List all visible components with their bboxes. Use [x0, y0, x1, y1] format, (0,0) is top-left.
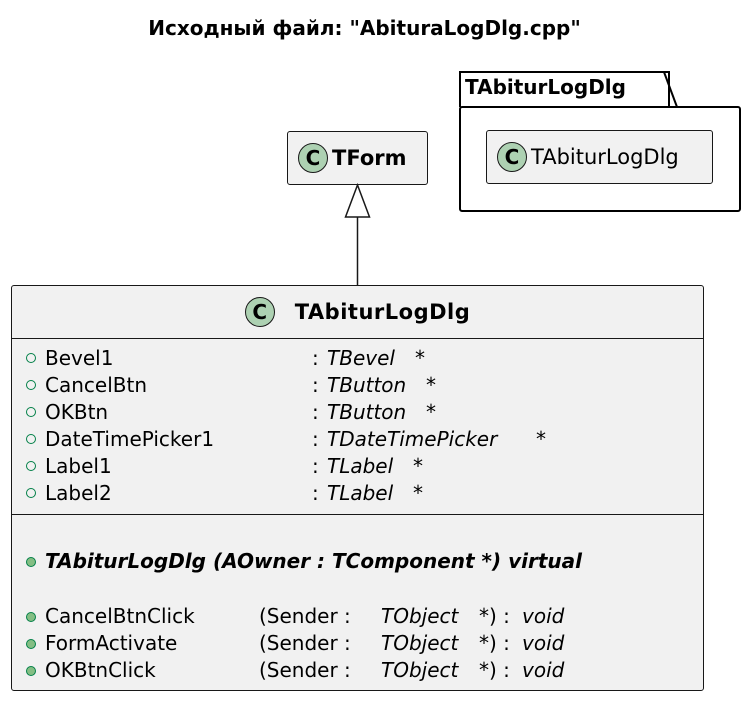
field-name: Label1 — [45, 454, 112, 478]
field-type: TDateTimePicker — [327, 427, 498, 451]
field-pointer: * — [426, 400, 436, 424]
method-return-type: void — [522, 604, 565, 628]
field-name: OKBtn — [45, 400, 109, 424]
field-name: DateTimePicker1 — [45, 427, 215, 451]
main-class-header: C TAbiturLogDlg — [12, 286, 703, 338]
field-separator: : — [312, 373, 319, 397]
header-divider — [12, 338, 703, 339]
method-row: OKBtnClick (Sender : TObject *) : void — [12, 657, 703, 684]
field-separator: : — [312, 454, 319, 478]
package-class-name: TAbiturLogDlg — [531, 145, 679, 169]
method-row: CancelBtnClick (Sender : TObject *) : vo… — [12, 603, 703, 630]
field-pointer: * — [426, 373, 436, 397]
field-name: Label2 — [45, 481, 112, 505]
field-row: Bevel1 : TBevel * — [12, 345, 703, 372]
field-row: Label2 : TLabel * — [12, 480, 703, 507]
field-row: Label1 : TLabel * — [12, 453, 703, 480]
method-return-type: void — [522, 658, 565, 682]
field-row: OKBtn : TButton * — [12, 399, 703, 426]
package-name: TAbiturLogDlg — [465, 75, 626, 99]
method-row: FormActivate (Sender : TObject *) : void — [12, 630, 703, 657]
method-params-prefix: (Sender : — [259, 658, 351, 682]
main-class-name: TAbiturLogDlg — [294, 300, 471, 324]
constructor-row: TAbiturLogDlg (AOwner : TComponent *) vi… — [12, 548, 703, 575]
field-separator: : — [312, 481, 319, 505]
public-method-marker-icon — [26, 639, 36, 649]
field-row: DateTimePicker1 : TDateTimePicker * — [12, 426, 703, 453]
method-param-type: TObject — [381, 658, 459, 682]
method-params-prefix: (Sender : — [259, 631, 351, 655]
package-tab-corner — [663, 71, 678, 108]
method-param-type: TObject — [381, 604, 459, 628]
field-pointer: * — [413, 481, 423, 505]
public-method-marker-icon — [26, 557, 36, 567]
field-row: CancelBtn : TButton * — [12, 372, 703, 399]
constructor-signature: TAbiturLogDlg (AOwner : TComponent *) vi… — [45, 549, 583, 573]
main-class-box[interactable]: C TAbiturLogDlg Bevel1 : TBevel * Cancel… — [11, 285, 704, 691]
field-name: CancelBtn — [45, 373, 147, 397]
field-separator: : — [312, 400, 319, 424]
public-field-marker-icon — [26, 407, 36, 417]
public-field-marker-icon — [26, 461, 36, 471]
field-pointer: * — [536, 427, 546, 451]
field-type: TButton — [327, 373, 407, 397]
field-pointer: * — [415, 346, 425, 370]
class-badge-icon: C — [298, 143, 328, 173]
field-type: TLabel — [327, 454, 394, 478]
method-params-suffix: *) : — [479, 631, 510, 655]
inheritance-arrowhead — [344, 182, 371, 218]
class-badge-icon: C — [244, 297, 275, 327]
parent-class-name: TForm — [332, 146, 407, 170]
method-name: FormActivate — [45, 631, 178, 655]
field-separator: : — [312, 427, 319, 451]
method-param-type: TObject — [381, 631, 459, 655]
method-name: CancelBtnClick — [45, 604, 195, 628]
public-field-marker-icon — [26, 353, 36, 363]
field-pointer: * — [413, 454, 423, 478]
method-return-type: void — [522, 631, 565, 655]
field-type: TLabel — [327, 481, 394, 505]
method-params-suffix: *) : — [479, 658, 510, 682]
public-field-marker-icon — [26, 434, 36, 444]
public-field-marker-icon — [26, 488, 36, 498]
field-type: TBevel — [327, 346, 395, 370]
package-class-box[interactable]: C TAbiturLogDlg — [486, 130, 713, 184]
field-type: TButton — [327, 400, 407, 424]
field-separator: : — [312, 346, 319, 370]
public-method-marker-icon — [26, 666, 36, 676]
method-name: OKBtnClick — [45, 658, 156, 682]
package-tab — [459, 71, 670, 107]
method-params-suffix: *) : — [479, 604, 510, 628]
diagram-title: Исходный файл: "AbituraLogDlg.cpp" — [148, 16, 581, 40]
fields-divider — [12, 514, 703, 515]
method-params-prefix: (Sender : — [259, 604, 351, 628]
parent-class-box[interactable]: C TForm — [287, 131, 428, 185]
class-badge-icon: C — [497, 142, 527, 172]
field-name: Bevel1 — [45, 346, 114, 370]
public-field-marker-icon — [26, 380, 36, 390]
public-method-marker-icon — [26, 612, 36, 622]
